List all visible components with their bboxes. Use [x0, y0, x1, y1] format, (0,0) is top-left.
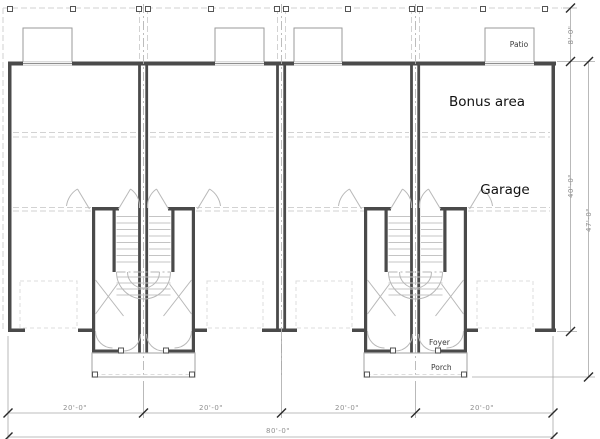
dim-total-width: 80'-0" [266, 427, 290, 435]
patio-label: Patio [510, 40, 529, 49]
party-wall-2 [276, 4, 287, 378]
dim-unit-4-width: 20'-0" [470, 404, 494, 412]
dim-roof-overhang: 8'-0" [567, 25, 575, 44]
dim-unit-2-width: 20'-0" [199, 404, 223, 412]
patio-unit-1 [22, 27, 73, 63]
roof-overhang-outline [2, 7, 562, 332]
dim-unit-3-width: 20'-0" [335, 404, 359, 412]
garage-front-wall [8, 328, 556, 332]
bonus-area-label: Bonus area [449, 94, 525, 110]
porch-label: Porch [431, 363, 452, 372]
dim-unit-1-width: 20'-0" [63, 404, 87, 412]
patio-unit-2 [214, 27, 265, 63]
party-wall-3 [410, 4, 421, 378]
right-dimensions: 8'-0" 40'-0" 47'-0" [472, 2, 595, 383]
room-labels: Patio Bonus area Garage Foyer Porch [429, 40, 530, 372]
garage-parking-dashed [19, 280, 534, 329]
garage-label: Garage [480, 182, 529, 198]
foyer-label: Foyer [429, 338, 451, 347]
roof-posts [7, 6, 548, 12]
exterior-walls [8, 61, 556, 332]
dim-building-depth: 40'-0" [567, 174, 575, 198]
dim-total-depth: 47'-0" [585, 208, 593, 232]
floor-above-dashed-lines [13, 132, 550, 212]
party-wall-1 [138, 4, 149, 378]
patio-unit-4 [484, 27, 535, 63]
bottom-dimensions: 20'-0" 20'-0" 20'-0" 20'-0" 80'-0" [2, 336, 559, 439]
patio-unit-3 [293, 27, 343, 63]
